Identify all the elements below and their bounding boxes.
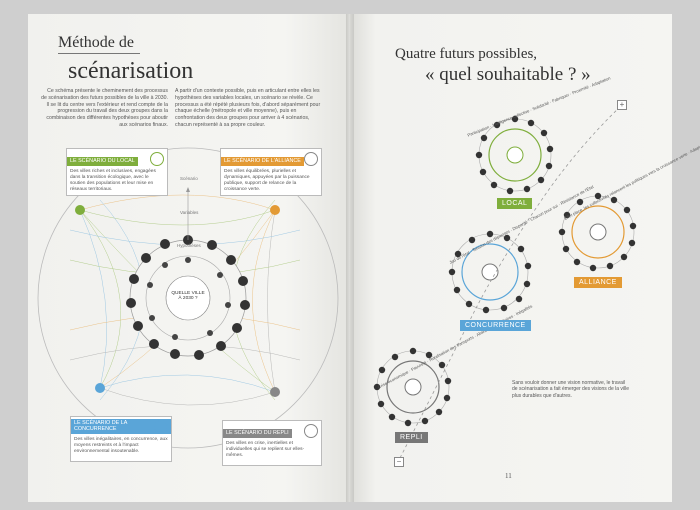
tag-concurrence: CONCURRENCE xyxy=(460,320,531,331)
concurrence-node xyxy=(95,383,105,393)
scenario-label-local: LE SCÉNARIO DU LOCAL xyxy=(67,157,138,166)
title-rule xyxy=(58,53,140,54)
leaf-icon xyxy=(150,152,164,166)
intro-text-right: A partir d'un contexte possible, puis en… xyxy=(175,88,321,128)
center-label: QUELLE VILLE À 2030 ? xyxy=(171,291,205,301)
local-nodes xyxy=(475,115,554,195)
scenario-label-concurrence: LE SCÉNARIO DE LA CONCURRENCE xyxy=(71,418,171,434)
center-circle xyxy=(165,275,211,321)
page-number: 11 xyxy=(505,472,512,480)
alliance-nodes xyxy=(558,192,637,272)
chart-icon xyxy=(154,420,168,434)
minus-icon: − xyxy=(394,457,404,467)
concurrence-nodes xyxy=(448,230,532,314)
local-node xyxy=(75,205,85,215)
inner-label-variables: Variables xyxy=(180,210,199,215)
alliance-node xyxy=(270,205,280,215)
outer-frame-circle xyxy=(37,147,339,449)
hypothesis-dots xyxy=(147,257,231,340)
scenario-box-local: LE SCÉNARIO DU LOCAL Des villes riches e… xyxy=(66,148,168,196)
page-title-line1: Méthode de xyxy=(58,34,134,51)
triangle-network-icon xyxy=(304,152,318,166)
scenario-box-repli: LE SCÉNARIO DU REPLI Des villes en crise… xyxy=(222,420,322,466)
scenario-desc-local: Des villes riches et inclusives, engagée… xyxy=(70,169,156,192)
scenario-box-concurrence: LE SCÉNARIO DE LA CONCURRENCE Des villes… xyxy=(70,416,172,462)
repli-node xyxy=(270,387,280,397)
scenario-label-repli: LE SCÉNARIO DU REPLI xyxy=(223,429,292,438)
right-title-line1: Quatre futurs possibles, xyxy=(395,46,538,62)
tag-local: LOCAL xyxy=(497,198,533,209)
tag-repli: REPLI xyxy=(395,432,428,443)
conclusion-note: Sans vouloir donner une vision normative… xyxy=(512,380,630,399)
gutter xyxy=(346,14,354,502)
tag-alliance: ALLIANCE xyxy=(574,277,622,288)
scenario-desc-repli: Des villes en crise, inertielles et indi… xyxy=(226,441,305,458)
repli-nodes xyxy=(373,347,452,427)
slash-circle-icon xyxy=(304,424,318,438)
right-title-line2: « quel souhaitable ? » xyxy=(425,64,591,85)
right-page xyxy=(350,14,672,502)
scenario-box-alliance: LE SCÉNARIO DE L'ALLIANCE Des villes équ… xyxy=(220,148,322,196)
scenario-desc-concurrence: Des villes inégalitaires, en concurrence… xyxy=(74,437,168,454)
plus-icon: + xyxy=(617,100,627,110)
inner-label-hypotheses: Hypothèses xyxy=(177,243,201,248)
scenario-label-alliance: LE SCÉNARIO DE L'ALLIANCE xyxy=(221,157,304,166)
page-title-line2: scénarisation xyxy=(68,58,194,84)
scenario-desc-alliance: Des villes équilibrées, plurielles et dy… xyxy=(224,169,310,192)
variable-nodes xyxy=(126,235,250,360)
inner-label-scenario: Scénario xyxy=(180,176,198,181)
intro-text-left: Ce schéma présente le cheminement des pr… xyxy=(41,88,168,128)
inner-ring xyxy=(145,255,231,341)
